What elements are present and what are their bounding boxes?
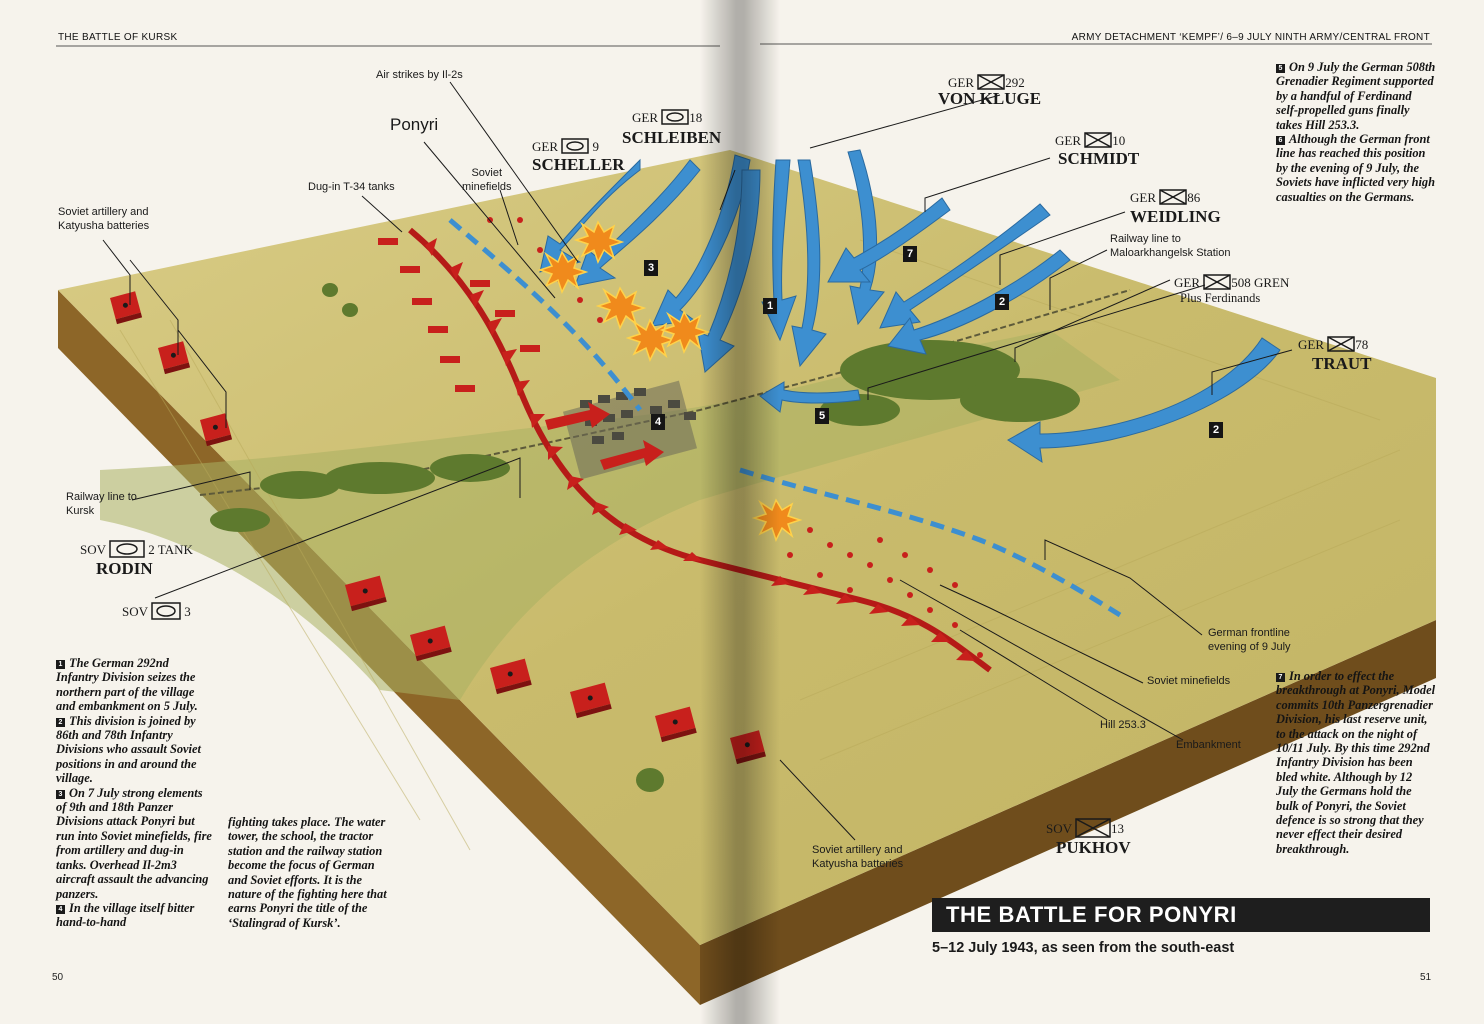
book-gutter xyxy=(700,0,780,1024)
frontline-teeth xyxy=(425,238,975,661)
label-railway-kursk: Railway line to Kursk xyxy=(66,491,137,517)
infantry-division-icon xyxy=(1327,336,1355,352)
map-marker-3: 3 xyxy=(644,260,658,276)
label-air-strikes: Air strikes by Il-2s xyxy=(376,69,463,81)
page-number-left: 50 xyxy=(52,972,64,983)
tank-army-icon xyxy=(109,540,145,558)
commander-schmidt: SCHMIDT xyxy=(1058,149,1140,168)
map-marker-5: 5 xyxy=(815,408,829,424)
map-marker-1: 1 xyxy=(763,298,777,314)
commander-pukhov: PUKHOV xyxy=(1056,838,1131,857)
label-soviet-artillery-left: Soviet artillery and Katyusha batteries xyxy=(58,206,150,232)
label-ponyri: Ponyri xyxy=(390,115,439,134)
label-dug-in-tanks: Dug-in T-34 tanks xyxy=(308,181,395,193)
map-marker-4: 4 xyxy=(651,414,665,430)
notes-left-continued: fighting takes place. The water tower, t… xyxy=(228,815,387,930)
unit-13-label: SOV 13 xyxy=(1046,816,1124,838)
unit-508-extra: Plus Ferdinands xyxy=(1180,291,1261,305)
commander-rodin: RODIN xyxy=(96,559,153,578)
map-marker-2a: 2 xyxy=(995,294,1009,310)
commander-schleiben: SCHLEIBEN xyxy=(622,128,722,147)
infantry-division-icon xyxy=(1159,189,1187,205)
commander-von-kluge: VON KLUGE xyxy=(938,89,1042,108)
tree-clusters xyxy=(210,283,1080,792)
infantry-regiment-icon xyxy=(1203,274,1231,290)
label-hill: Hill 253.3 xyxy=(1100,719,1146,731)
unit-9-label: GER 9 xyxy=(532,136,599,155)
infantry-division-icon xyxy=(1084,132,1112,148)
dug-in-tanks xyxy=(378,238,540,392)
label-german-frontline: German frontline evening of 9 July xyxy=(1208,627,1291,653)
minefield-dots xyxy=(487,217,983,658)
soviet-counterattack-arrows xyxy=(545,402,664,470)
panzer-division-icon xyxy=(661,109,689,125)
label-embankment: Embankment xyxy=(1176,739,1241,751)
unit-sov3-label: SOV 3 xyxy=(122,600,191,620)
unit-292-label: GER 292 xyxy=(948,72,1025,91)
unit-2tank-label: SOV 2 TANK xyxy=(80,538,193,558)
map-title: THE BATTLE FOR PONYRI xyxy=(932,898,1430,932)
soviet-frontline xyxy=(408,227,992,673)
commander-scheller: SCHELLER xyxy=(532,155,625,174)
german-frontline xyxy=(448,218,642,412)
right-running-header: ARMY DETACHMENT ‘KEMPF’/ 6–9 JULY NINTH … xyxy=(1071,32,1430,43)
commander-weidling: WEIDLING xyxy=(1130,207,1221,226)
commander-traut: TRAUT xyxy=(1312,354,1372,373)
left-running-header: THE BATTLE OF KURSK xyxy=(58,32,178,43)
unit-18-label: GER 18 xyxy=(632,107,702,126)
infantry-division-icon xyxy=(977,74,1005,90)
german-frontline-south xyxy=(739,467,1122,618)
unit-10-label: GER 10 xyxy=(1055,130,1125,149)
page-number-right: 51 xyxy=(1420,972,1432,983)
field-texture xyxy=(119,239,1401,851)
army-icon xyxy=(1075,818,1111,838)
label-railway-maloarkhangelsk: Railway line to Maloarkhangelsk Station xyxy=(1110,233,1231,259)
panzer-division-icon xyxy=(561,138,589,154)
map-subtitle: 5–12 July 1943, as seen from the south-e… xyxy=(932,940,1235,956)
label-soviet-minefields-bottom: Soviet minefields xyxy=(1147,675,1231,687)
unit-508-label: GER 508 GREN xyxy=(1174,272,1289,291)
map-marker-7: 7 xyxy=(903,246,917,262)
unit-78-label: GER 78 xyxy=(1298,334,1368,353)
unit-86-label: GER 86 xyxy=(1130,187,1200,206)
tank-corps-icon xyxy=(151,602,181,620)
label-soviet-artillery-bottom: Soviet artillery and Katyusha batteries xyxy=(812,844,904,870)
map-marker-2b: 2 xyxy=(1209,422,1223,438)
label-soviet-minefields-top: Soviet minefields xyxy=(462,167,512,193)
terrain-right-wall xyxy=(700,620,1436,1005)
